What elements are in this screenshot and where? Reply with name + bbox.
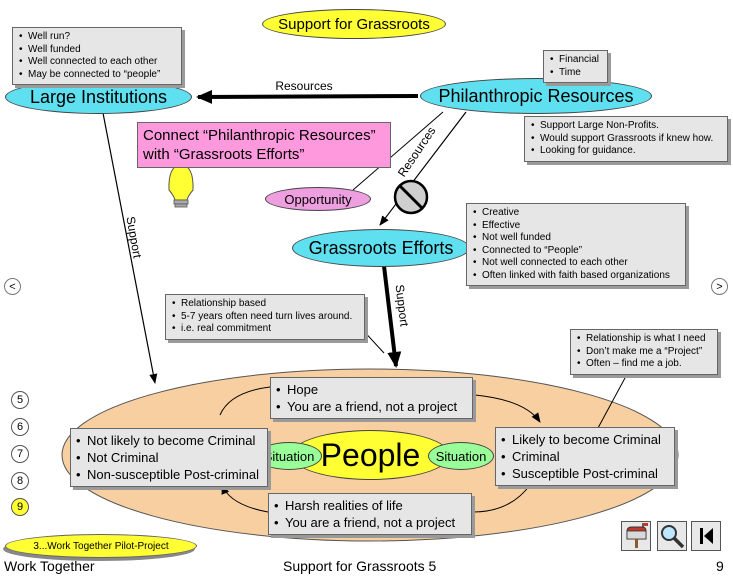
page-7-button[interactable]: 7 <box>11 445 29 463</box>
philanthropic-resources-node: Philanthropic Resources <box>420 78 652 114</box>
list-item: Creative <box>473 207 681 220</box>
page-title: Support for Grassroots <box>262 9 446 39</box>
lightbulb-icon <box>168 163 194 208</box>
list-item: Relationship is what I need <box>577 333 713 346</box>
list-item: May be connected to “people” <box>19 69 177 82</box>
next-slide-button[interactable]: > <box>711 278 728 295</box>
not-likely-box: Not likely to become Criminal Not Crimin… <box>70 428 268 487</box>
list-item: Susceptible Post-criminal <box>501 465 669 482</box>
support-arrow-left <box>102 112 158 384</box>
list-item: Well run? <box>19 31 177 44</box>
list-item: 5-7 years often need turn lives around. <box>172 311 360 324</box>
list-item: Well funded <box>19 44 177 57</box>
large-institutions-node: Large Institutions <box>5 80 192 114</box>
page-9-button[interactable]: 9 <box>11 498 29 516</box>
list-item: Hope <box>276 381 467 398</box>
resources-arrow-diag <box>379 111 467 226</box>
list-item: Not Criminal <box>76 449 262 466</box>
cycle-arc-top-right <box>474 394 541 423</box>
likely-box: Likely to become Criminal Criminal Susce… <box>495 427 675 486</box>
list-item: i.e. real commitment <box>172 323 360 336</box>
search-button[interactable] <box>657 521 687 551</box>
footer-left: Work Together <box>4 558 95 574</box>
opportunity-node: Opportunity <box>265 187 371 211</box>
relationship-notes-box: Relationship based 5-7 years often need … <box>165 294 365 340</box>
cycle-arc-bottom-left <box>221 484 269 513</box>
list-item: You are a friend, not a project <box>276 398 467 415</box>
resources-arrow-top <box>196 89 419 104</box>
list-item: Criminal <box>501 448 669 465</box>
list-item: Support Large Non-Profits. <box>531 120 723 133</box>
list-item: Not well funded <box>473 232 681 245</box>
list-item: Often linked with faith based organizati… <box>473 270 681 283</box>
support-label-center: Support <box>392 284 411 328</box>
footer-center: Support for Grassroots 5 <box>283 558 437 574</box>
hope-box: Hope You are a friend, not a project <box>270 377 473 419</box>
situation-right-node: Situation <box>428 442 494 470</box>
magnifier-icon <box>661 525 685 549</box>
prev-slide-button[interactable]: < <box>4 278 21 295</box>
institutions-notes-box: Well run? Well funded Well connected to … <box>12 27 182 85</box>
connect-note: Connect “Philanthropic Resources” with “… <box>137 122 391 168</box>
grassroots-notes-box: Creative Effective Not well funded Conne… <box>466 203 686 286</box>
list-item: Looking for guidance. <box>531 145 723 158</box>
support-arrow-center <box>382 265 402 368</box>
philanthropic-notes-box: Support Large Non-Profits. Would support… <box>524 116 728 162</box>
list-item: Would support Grassroots if knew how. <box>531 133 723 146</box>
list-item: Likely to become Criminal <box>501 431 669 448</box>
page-5-button[interactable]: 5 <box>11 391 29 409</box>
page-6-button[interactable]: 6 <box>11 418 29 436</box>
grassroots-efforts-node: Grassroots Efforts <box>292 229 470 267</box>
list-item: Effective <box>473 220 681 233</box>
skip-back-icon <box>700 528 713 544</box>
list-item: Time <box>550 67 603 80</box>
need-connector <box>597 377 626 429</box>
list-item: Well connected to each other <box>19 56 177 69</box>
list-item: Connected to “People” <box>473 245 681 258</box>
page-8-button[interactable]: 8 <box>11 472 29 490</box>
harsh-box: Harsh realities of life You are a friend… <box>268 493 472 535</box>
list-item: Not well connected to each other <box>473 257 681 270</box>
list-item: Don’t make me a “Project” <box>577 346 713 359</box>
cycle-arc-bottom-right <box>472 484 531 513</box>
list-item: Non-susceptible Post-criminal <box>76 466 262 483</box>
first-slide-button[interactable] <box>691 521 721 551</box>
philanthropic-opportunity-line <box>352 111 444 191</box>
mailbox-button[interactable] <box>621 521 651 551</box>
list-item: Financial <box>550 54 603 67</box>
cycle-arc-top <box>219 386 271 416</box>
footer-page-number: 9 <box>716 558 724 574</box>
resources-label-diag: Resources <box>395 124 439 179</box>
need-notes-box: Relationship is what I need Don’t make m… <box>570 329 718 375</box>
financial-notes-box: Financial Time <box>543 50 608 83</box>
resources-label-top: Resources <box>275 79 332 93</box>
list-item: You are a friend, not a project <box>274 514 466 531</box>
mailbox-icon <box>626 523 648 548</box>
list-item: Often – find me a job. <box>577 358 713 371</box>
list-item: Harsh realities of life <box>274 497 466 514</box>
no-entry-icon <box>393 179 429 215</box>
list-item: Not likely to become Criminal <box>76 432 262 449</box>
list-item: Relationship based <box>172 298 360 311</box>
pilot-project-link[interactable]: 3...Work Together Pilot-Project <box>5 534 197 558</box>
